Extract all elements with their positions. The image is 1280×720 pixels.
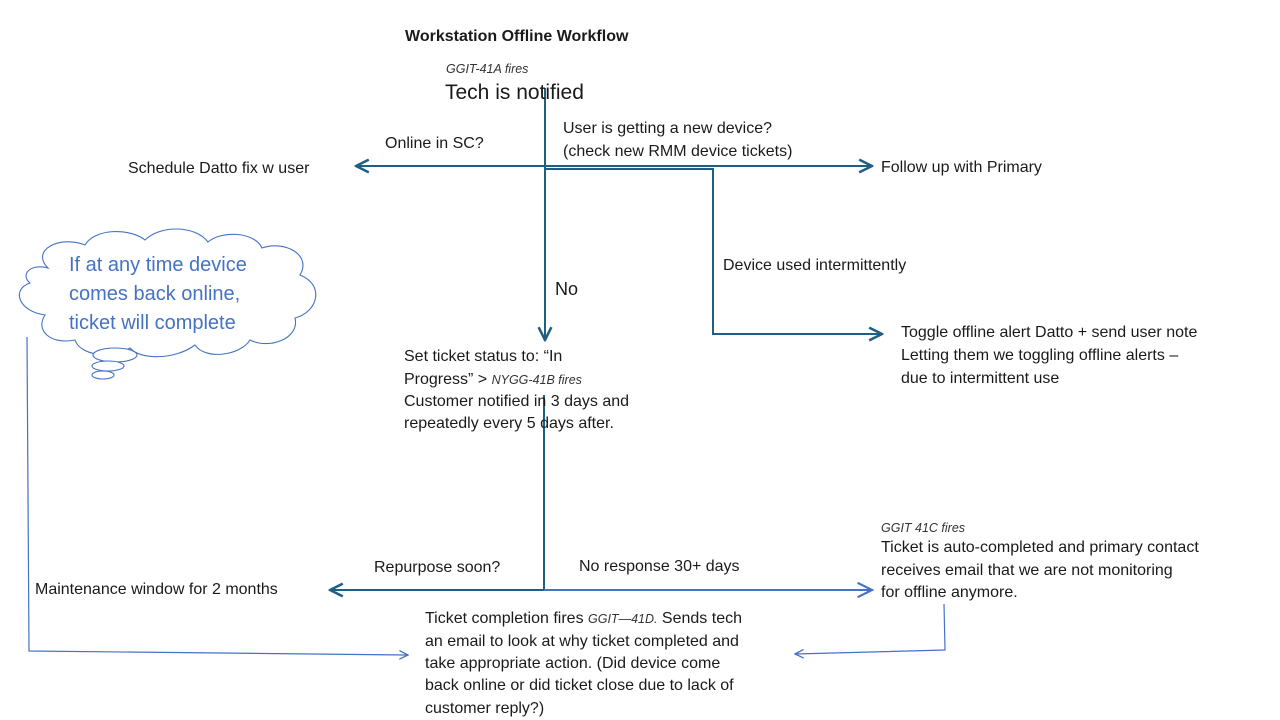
diagram-title: Workstation Offline Workflow (405, 28, 629, 45)
node-toggle-line2: Letting them we toggling offline alerts … (901, 347, 1179, 364)
cloud-note-line1: If at any time device (69, 254, 247, 276)
cloud-note-line2: comes back online, (69, 283, 241, 305)
node-set-status-line4: repeatedly every 5 days after. (404, 415, 614, 432)
connector-autocomplete-completion (795, 603, 946, 654)
node-completion-text-b: Sends tech (657, 610, 742, 627)
start-trigger-label: GGIT-41A fires (446, 62, 529, 76)
branch-no-response-label: No response 30+ days (579, 558, 740, 575)
branch-intermittent-label: Device used intermittently (723, 257, 907, 274)
node-toggle-line1: Toggle offline alert Datto + send user n… (901, 324, 1198, 341)
cloud-note-line3: ticket will complete (69, 312, 236, 334)
node-set-status-line2: Progress” > NYGG-41B fires (404, 368, 582, 392)
node-auto-complete-line1: Ticket is auto-completed and primary con… (881, 539, 1199, 556)
node-auto-complete-line2: receives email that we are not monitorin… (881, 562, 1173, 579)
node-set-status-trigger: NYGG-41B fires (491, 373, 582, 387)
node-completion-text-a: Ticket completion fires (425, 610, 589, 627)
node-completion-line3: take appropriate action. (Did device com… (425, 655, 721, 672)
node-auto-complete-line3: for offline anymore. (881, 584, 1018, 601)
node-schedule-fix: Schedule Datto fix w user (128, 160, 310, 177)
decision-new-device-line2: (check new RMM device tickets) (563, 143, 793, 160)
connector-intermittent (545, 168, 882, 334)
node-completion-line5: customer reply?) (425, 700, 545, 717)
decision-repurpose-label: Repurpose soon? (374, 559, 501, 576)
node-toggle-line3: due to intermittent use (901, 370, 1060, 387)
node-set-status-text: Progress” > (404, 371, 492, 388)
connector-cloud-completion (26, 336, 408, 655)
node-completion-line1: Ticket completion fires GGIT—41D. Sends … (425, 607, 742, 631)
node-auto-complete-trigger: GGIT 41C fires (881, 521, 966, 535)
node-maintenance: Maintenance window for 2 months (35, 581, 278, 598)
start-node: Tech is notified (445, 81, 584, 104)
node-set-status-line1: Set ticket status to: “In (404, 348, 563, 365)
decision-online-label: Online in SC? (385, 135, 484, 152)
node-completion-line4: back online or did ticket close due to l… (425, 677, 734, 694)
node-set-status-line3: Customer notified in 3 days and (404, 393, 630, 410)
node-completion-line2: an email to look at why ticket completed… (425, 633, 739, 650)
branch-no-label: No (555, 279, 579, 299)
thought-cloud-shape (18, 228, 317, 380)
decision-new-device-line1: User is getting a new device? (563, 120, 772, 137)
node-follow-up: Follow up with Primary (881, 159, 1042, 176)
node-completion-trigger: GGIT—41D. (588, 612, 658, 626)
